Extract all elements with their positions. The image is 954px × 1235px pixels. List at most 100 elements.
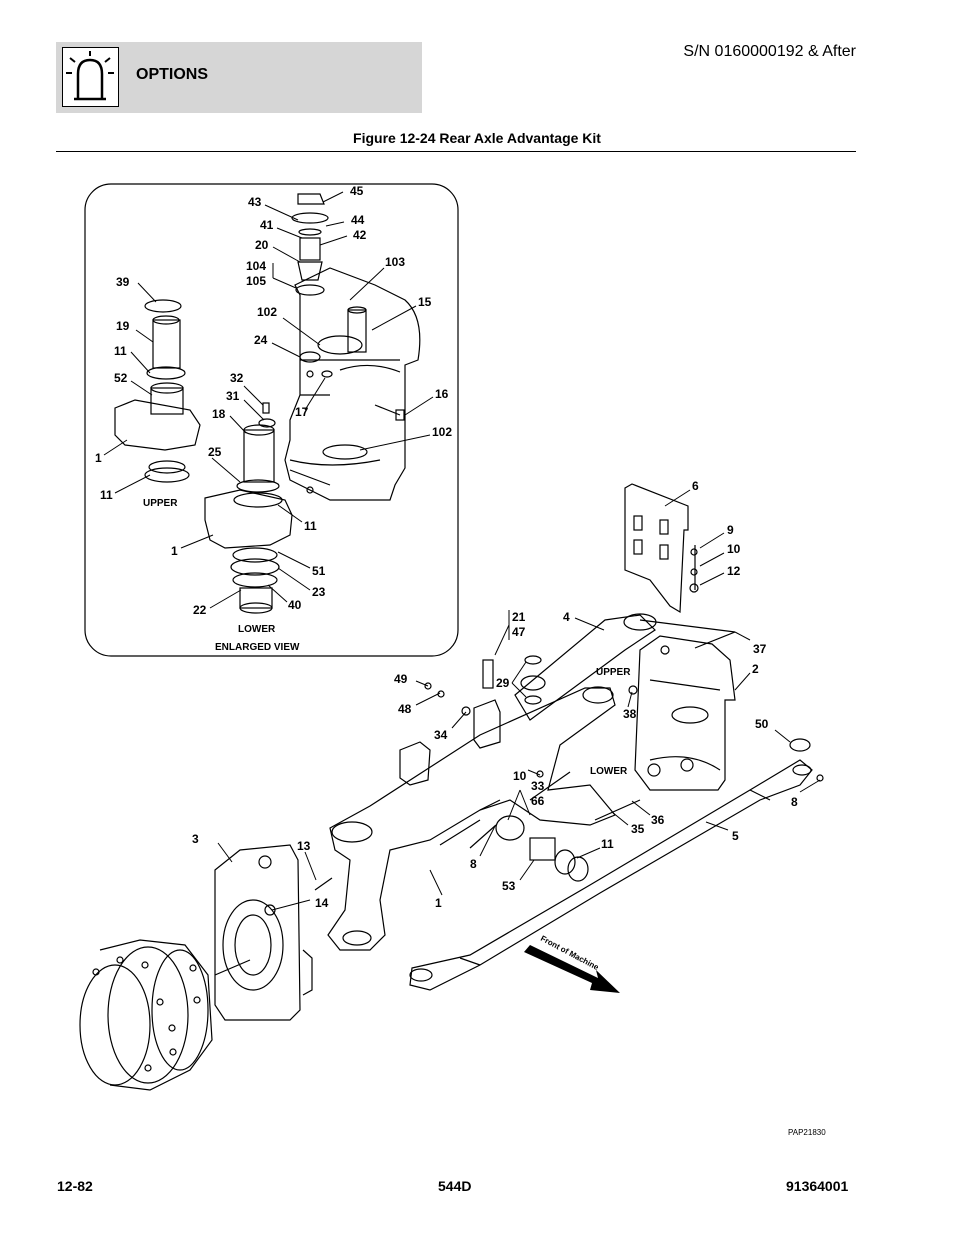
spacer-sleeve bbox=[482, 659, 494, 689]
nut-part bbox=[297, 193, 325, 205]
callout: 39 bbox=[116, 275, 130, 289]
bolt-part bbox=[594, 799, 641, 821]
callout: 11 bbox=[601, 837, 614, 851]
seal-ring-part bbox=[146, 366, 186, 380]
callout: 49 bbox=[394, 672, 408, 686]
callout: 66 bbox=[531, 794, 545, 808]
callout: 32 bbox=[230, 371, 244, 385]
callout: 52 bbox=[114, 371, 128, 385]
callout: 18 bbox=[212, 407, 226, 421]
pivot-pin-part bbox=[152, 319, 181, 369]
callout: 9 bbox=[727, 523, 734, 537]
callout: 47 bbox=[512, 625, 526, 639]
callout: 11 bbox=[100, 488, 113, 502]
callout: 20 bbox=[255, 238, 269, 252]
callout: 50 bbox=[755, 717, 769, 731]
page-number: 12-82 bbox=[57, 1178, 93, 1194]
callout: 8 bbox=[470, 857, 477, 871]
callout: 16 bbox=[435, 387, 449, 401]
caption-upper-enlarged: UPPER bbox=[143, 498, 178, 509]
axle-end-bracket bbox=[214, 844, 301, 1021]
serial-number-note: S/N 0160000192 & After bbox=[683, 43, 856, 60]
caption-enlarged-view: ENLARGED VIEW bbox=[215, 642, 300, 653]
pivot-bracket-housing bbox=[284, 267, 421, 501]
callout: 11 bbox=[304, 519, 317, 533]
callout: 36 bbox=[651, 813, 665, 827]
steering-cylinder bbox=[514, 614, 656, 721]
callout: 3 bbox=[192, 832, 199, 846]
exploded-parts-diagram: 45 43 44 41 42 20 104 105 103 39 15 102 … bbox=[79, 183, 826, 1137]
callout: 48 bbox=[398, 702, 412, 716]
bolt-part bbox=[214, 959, 251, 976]
callout: 51 bbox=[312, 564, 326, 578]
callout: 17 bbox=[295, 405, 309, 419]
model-name: 544D bbox=[438, 1178, 472, 1194]
callout: 11 bbox=[114, 344, 127, 358]
callout: 25 bbox=[208, 445, 222, 459]
bolt-part bbox=[694, 631, 736, 649]
lower-axle-arm bbox=[204, 489, 293, 549]
callout: 19 bbox=[116, 319, 130, 333]
callout: 23 bbox=[312, 585, 326, 599]
washer-part bbox=[298, 228, 322, 236]
cone-part bbox=[297, 261, 323, 281]
callout: 1 bbox=[171, 544, 178, 558]
spacer-part bbox=[299, 237, 321, 261]
pin-part bbox=[347, 309, 367, 353]
callout: 15 bbox=[418, 295, 432, 309]
caption-upper-main: UPPER bbox=[596, 667, 631, 678]
callout: 105 bbox=[246, 274, 266, 288]
title-rule bbox=[56, 151, 856, 152]
callout: 13 bbox=[297, 839, 311, 853]
callout: 40 bbox=[288, 598, 302, 612]
callout: 21 bbox=[512, 610, 526, 624]
callout: 33 bbox=[531, 779, 545, 793]
figure-title: Figure 12-24 Rear Axle Advantage Kit bbox=[353, 130, 601, 146]
callout: 10 bbox=[727, 542, 741, 556]
callout: 37 bbox=[753, 642, 767, 656]
callout: 102 bbox=[432, 425, 452, 439]
pin-part bbox=[243, 429, 275, 483]
manual-number: 91364001 bbox=[786, 1178, 849, 1194]
callout: 5 bbox=[732, 829, 739, 843]
caption-lower-main: LOWER bbox=[590, 766, 628, 777]
callout: 8 bbox=[791, 795, 798, 809]
callout-leaders bbox=[103, 191, 821, 911]
upper-axle-arm bbox=[114, 399, 201, 451]
callout: 53 bbox=[502, 879, 516, 893]
enlarged-view-frame bbox=[84, 183, 459, 657]
callout: 45 bbox=[350, 184, 364, 198]
callout: 22 bbox=[193, 603, 207, 617]
wheel-hub bbox=[99, 939, 213, 1091]
washer-part bbox=[291, 212, 329, 224]
washer-part bbox=[258, 418, 276, 428]
drawing-code: PAP21830 bbox=[788, 1128, 826, 1137]
callout: 14 bbox=[315, 896, 329, 910]
callout: 43 bbox=[248, 195, 262, 209]
callout: 102 bbox=[257, 305, 277, 319]
callout: 44 bbox=[351, 213, 365, 227]
options-lamp-icon bbox=[62, 47, 119, 107]
callout: 41 bbox=[260, 218, 274, 232]
bolt-part bbox=[469, 824, 497, 849]
callout: 29 bbox=[496, 676, 510, 690]
bushing-part bbox=[295, 284, 325, 296]
wheel-studs bbox=[92, 956, 201, 1072]
section-title: OPTIONS bbox=[136, 66, 209, 83]
mount-block bbox=[473, 699, 501, 749]
callout: 24 bbox=[254, 333, 268, 347]
pivot-boss bbox=[495, 815, 525, 841]
callout: 31 bbox=[226, 389, 240, 403]
bearing-part bbox=[148, 460, 186, 474]
bolt-part bbox=[314, 877, 333, 891]
rear-pivot-bracket bbox=[634, 635, 736, 791]
callout: 6 bbox=[692, 479, 699, 493]
callout: 38 bbox=[623, 707, 637, 721]
callout: 1 bbox=[95, 451, 102, 465]
callout: 104 bbox=[246, 259, 266, 273]
callout: 10 bbox=[513, 769, 527, 783]
tie-rod bbox=[409, 759, 813, 991]
front-of-machine-arrow bbox=[524, 945, 620, 993]
callout: 12 bbox=[727, 564, 741, 578]
callout: 103 bbox=[385, 255, 405, 269]
